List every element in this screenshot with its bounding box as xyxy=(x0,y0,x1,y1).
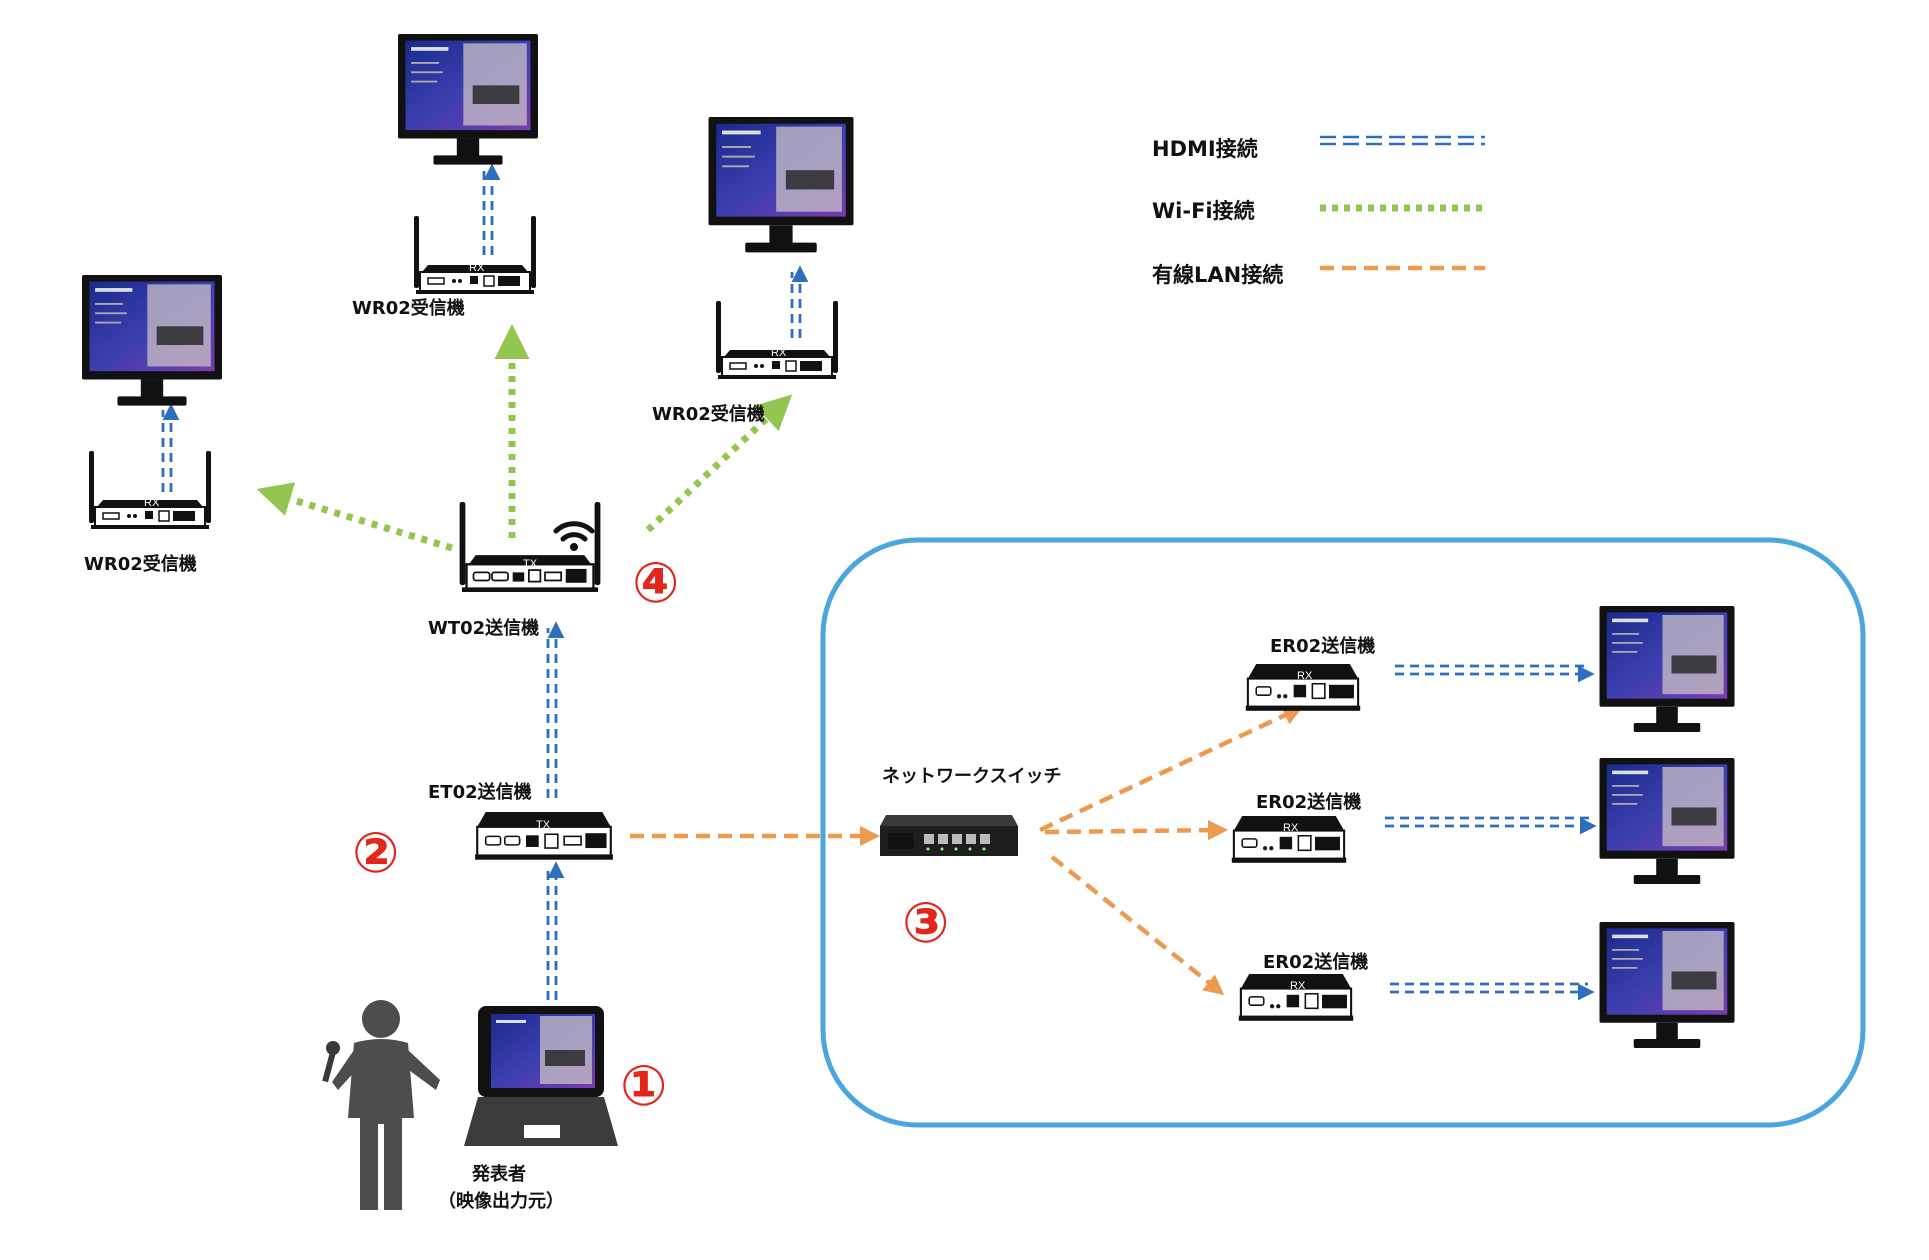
wr02-left-label: WR02受信機 xyxy=(84,553,197,575)
receiver-icon: RX xyxy=(1237,974,1355,1022)
rx-tag: RX xyxy=(1283,822,1299,834)
presenter-sublabel: （映像出力元） xyxy=(438,1190,564,1212)
rx-tag: RX xyxy=(144,497,160,509)
et02-label: ET02送信機 xyxy=(428,781,532,803)
network-switch-icon xyxy=(880,815,1018,856)
tx-tag: TX xyxy=(536,819,551,831)
network-group-frame xyxy=(820,537,1866,1128)
monitor-icon xyxy=(398,34,538,165)
er02-1-label: ER02送信機 xyxy=(1270,635,1375,657)
wifi-connections xyxy=(256,324,793,552)
lan-switch-to-er02-2 xyxy=(1044,820,1229,841)
wr02-top-label: WR02受信機 xyxy=(352,297,465,319)
rx-tag: RX xyxy=(1297,670,1313,682)
step-1-number: ① xyxy=(620,1054,667,1119)
er02-2-label: ER02送信機 xyxy=(1256,791,1361,813)
step-4-number: ④ xyxy=(632,551,679,616)
monitor-icon xyxy=(82,275,222,406)
legend-lan-label: 有線LAN接続 xyxy=(1152,263,1283,287)
legend: HDMI接続 Wi-Fi接続 有線LAN接続 xyxy=(1152,135,1485,287)
hdmi-connections xyxy=(161,163,1597,1001)
monitor-icon xyxy=(1599,758,1735,884)
wr02-right-label: WR02受信機 xyxy=(652,403,765,425)
receiver-icon: RX xyxy=(1244,664,1362,712)
step-3-number: ③ xyxy=(902,891,949,956)
receiver-icon: RX xyxy=(413,215,537,295)
switch-label: ネットワークスイッチ xyxy=(882,766,1061,787)
lan-connections xyxy=(630,705,1304,996)
er02-3-label: ER02送信機 xyxy=(1263,951,1368,973)
wifi-to-left-rx xyxy=(256,482,454,552)
presenter-icon xyxy=(322,1000,440,1210)
lan-switch-to-er02-1 xyxy=(1039,705,1304,833)
monitor-icon xyxy=(708,117,854,253)
step-2-number: ② xyxy=(352,821,399,886)
receiver-icon: RX xyxy=(715,300,839,380)
monitor-icon xyxy=(1599,922,1735,1048)
rx-tag: RX xyxy=(1290,980,1306,992)
laptop-icon xyxy=(464,1006,618,1146)
transmitter-icon: TX xyxy=(475,812,613,861)
monitor-icon xyxy=(1599,606,1735,732)
presenter-label: 発表者 xyxy=(471,1163,526,1185)
tx-tag: TX xyxy=(523,558,538,570)
lan-switch-to-er02-3 xyxy=(1050,855,1225,996)
transmitter-icon: TX xyxy=(458,500,602,594)
wifi-icon xyxy=(553,521,595,551)
rx-tag: RX xyxy=(469,262,485,274)
receiver-icon: RX xyxy=(1230,816,1348,864)
receiver-icon: RX xyxy=(88,450,212,530)
wt02-label: WT02送信機 xyxy=(428,617,539,639)
rx-tag: RX xyxy=(771,347,787,359)
wifi-to-right-rx xyxy=(645,394,793,533)
legend-hdmi-label: HDMI接続 xyxy=(1152,137,1258,161)
legend-wifi-label: Wi-Fi接続 xyxy=(1152,199,1255,223)
